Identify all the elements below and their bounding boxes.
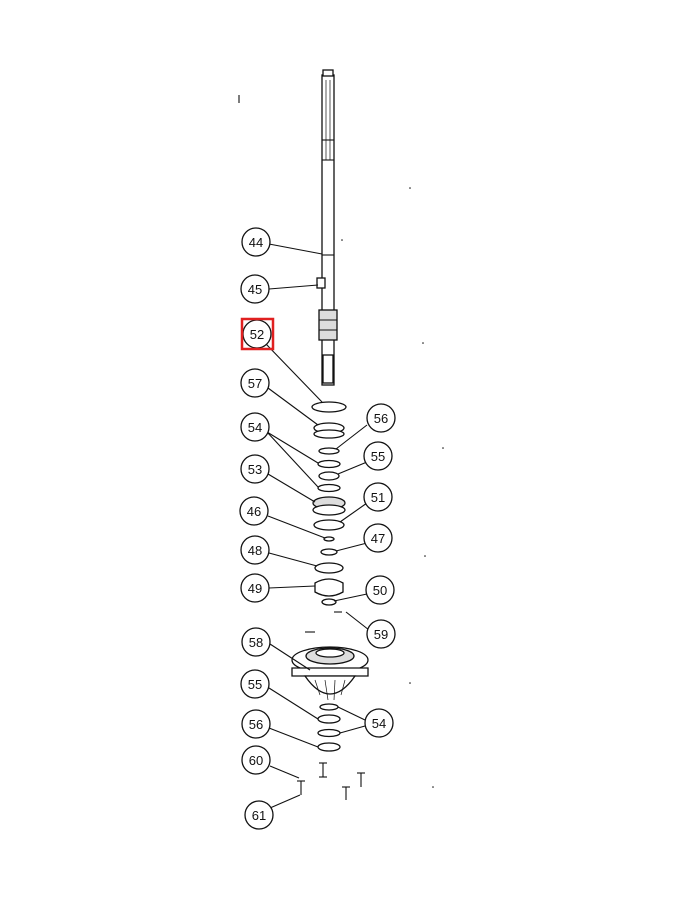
callout-60: 60 bbox=[241, 745, 271, 775]
callout-label: 57 bbox=[248, 376, 262, 391]
callout-48: 48 bbox=[240, 535, 270, 565]
callout-46: 46 bbox=[239, 496, 269, 526]
callout-label: 51 bbox=[371, 490, 385, 505]
callout-label: 46 bbox=[247, 504, 261, 519]
callout-54-upper: 54 bbox=[240, 412, 270, 442]
callout-label: 48 bbox=[248, 543, 262, 558]
callout-49: 49 bbox=[240, 573, 270, 603]
callout-label: 45 bbox=[248, 282, 262, 297]
callout-label: 54 bbox=[372, 716, 386, 731]
callout-label: 54 bbox=[248, 420, 262, 435]
callout-61: 61 bbox=[244, 800, 274, 830]
callout-label: 47 bbox=[371, 531, 385, 546]
callout-58: 58 bbox=[241, 627, 271, 657]
bearing-housing bbox=[291, 631, 369, 752]
callout-label: 58 bbox=[249, 635, 263, 650]
callout-label: 59 bbox=[374, 627, 388, 642]
callout-53: 53 bbox=[240, 454, 270, 484]
callouts: 44 45 52 57 56 54 55 53 bbox=[239, 227, 396, 830]
callout-label: 44 bbox=[249, 235, 263, 250]
callout-label: 55 bbox=[371, 449, 385, 464]
callout-label: 61 bbox=[252, 808, 266, 823]
callout-59: 59 bbox=[366, 619, 396, 649]
callout-44: 44 bbox=[241, 227, 271, 257]
callout-45: 45 bbox=[240, 274, 270, 304]
callout-label: 60 bbox=[249, 753, 263, 768]
callout-label: 50 bbox=[373, 583, 387, 598]
callout-51: 51 bbox=[363, 482, 393, 512]
callout-56-lower: 56 bbox=[241, 709, 271, 739]
leader-lines bbox=[265, 243, 370, 809]
callout-50: 50 bbox=[365, 575, 395, 605]
callout-55-upper: 55 bbox=[363, 441, 393, 471]
callout-55-lower: 55 bbox=[240, 669, 270, 699]
seal-stack bbox=[311, 401, 347, 613]
callout-47: 47 bbox=[363, 523, 393, 553]
drive-shaft bbox=[316, 69, 338, 386]
callout-label: 56 bbox=[374, 411, 388, 426]
callout-56-upper: 56 bbox=[366, 403, 396, 433]
callout-label: 53 bbox=[248, 462, 262, 477]
callout-label: 56 bbox=[249, 717, 263, 732]
callout-label: 49 bbox=[248, 581, 262, 596]
highlight-box bbox=[240, 317, 275, 351]
callout-label: 52 bbox=[250, 327, 264, 342]
callout-54-lower: 54 bbox=[364, 708, 394, 738]
scan-marks bbox=[238, 95, 444, 788]
callout-label: 55 bbox=[248, 677, 262, 692]
callout-52: 52 bbox=[240, 317, 275, 351]
callout-57: 57 bbox=[240, 368, 270, 398]
bolts bbox=[297, 762, 365, 800]
